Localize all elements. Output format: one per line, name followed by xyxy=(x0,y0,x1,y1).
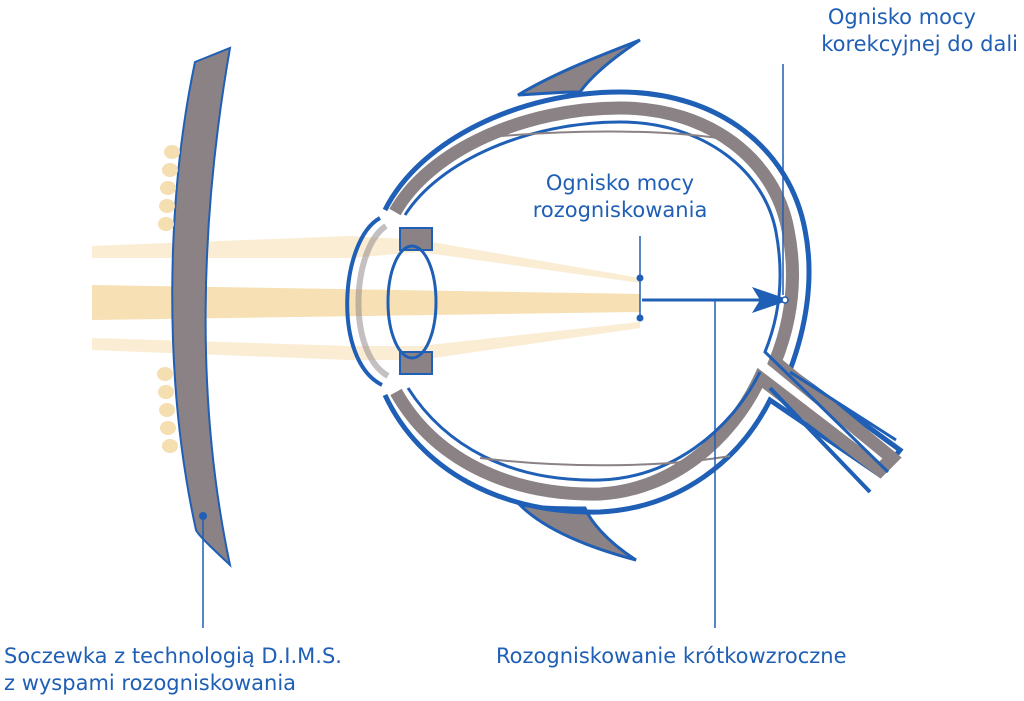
upper-ray-beam xyxy=(92,236,640,283)
distance-focus-point xyxy=(781,296,789,304)
lens-label: Soczewka z technologią D.I.M.S. z wyspam… xyxy=(4,643,342,697)
sclera-outer xyxy=(382,89,904,515)
retina-inner-lower xyxy=(406,371,762,482)
upper-eyelid xyxy=(517,38,641,97)
myopic-defocus-label: Rozogniskowanie krótkowzroczne xyxy=(496,644,847,668)
distance-focus-label-line-2: korekcyjnej do dali xyxy=(821,32,1018,56)
optic-nerve-line-2 xyxy=(789,370,897,442)
distance-focus-label-line-1: Ognisko mocy xyxy=(827,5,976,29)
focus-markers xyxy=(202,64,790,628)
dims-lens xyxy=(157,46,232,568)
defocus-focus-label-line-2: rozogniskowania xyxy=(532,198,708,222)
defocus-islands xyxy=(157,145,180,453)
central-ray-beam xyxy=(92,285,640,320)
lens-body xyxy=(171,46,232,568)
retina-inner xyxy=(403,120,890,474)
optic-nerve-line-1 xyxy=(768,386,872,494)
crystalline-lens xyxy=(386,244,438,360)
defocus-focus-label-line-1: Ognisko mocy xyxy=(545,171,695,195)
defocus-focus-label: Ognisko mocy rozogniskowania xyxy=(510,170,730,224)
vitreous-boundary-top xyxy=(479,130,731,141)
lens-label-line-2: z wyspami rozogniskowania xyxy=(4,671,297,695)
defocus-point-lower xyxy=(636,314,644,322)
focus-arrowhead xyxy=(752,287,790,313)
distance-focus-label: Ognisko mocy korekcyjnej do dali xyxy=(770,4,1024,58)
lens-label-line-1: Soczewka z technologią D.I.M.S. xyxy=(4,644,342,668)
cornea xyxy=(345,216,383,387)
vitreous-boundary-bottom xyxy=(479,455,731,467)
defocus-point-upper xyxy=(636,274,644,282)
light-rays xyxy=(92,236,640,360)
iris-upper xyxy=(399,227,433,251)
lower-ray-beam xyxy=(92,322,640,360)
eyeball xyxy=(382,89,904,515)
choroid-layer xyxy=(389,101,902,501)
cornea-inner xyxy=(355,223,390,379)
